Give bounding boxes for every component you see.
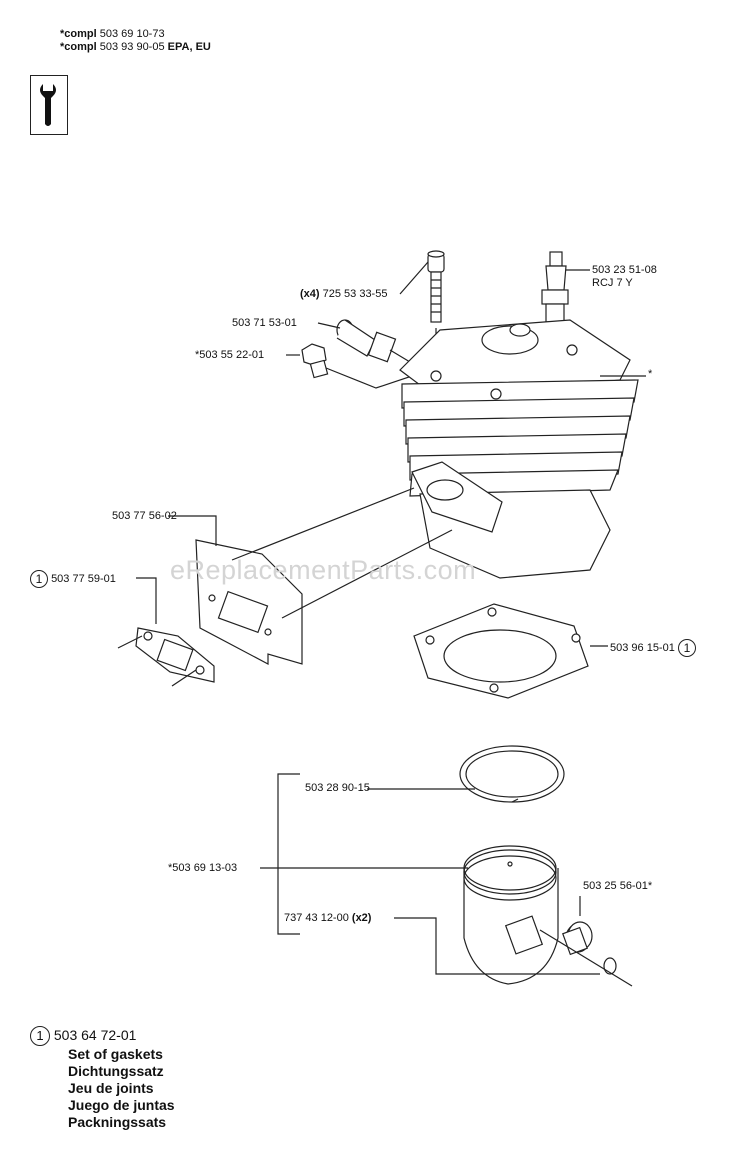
heat-shield-drawing <box>195 539 303 665</box>
label-heat-shield: 503 77 56-02 <box>112 510 177 522</box>
gasket-set-marker: 1 <box>677 639 696 657</box>
leader-circlip <box>394 917 600 975</box>
plug-drawing <box>301 343 329 379</box>
screw-axis-right <box>171 669 197 687</box>
legend-name-es: Juego de juntas <box>68 1097 175 1114</box>
cylinder-gasket-drawing <box>413 603 589 699</box>
legend-name-fr: Jeu de joints <box>68 1080 154 1097</box>
leader-heat-shield <box>168 515 217 546</box>
piston-ring-drawing <box>459 745 565 803</box>
legend-name-en: Set of gaskets <box>68 1046 163 1063</box>
compl-header: *compl 503 69 10-73 *compl 503 93 90-05 … <box>60 28 211 54</box>
legend-name-de: Dichtungssatz <box>68 1063 164 1080</box>
label-plug: *503 55 22-01 <box>195 349 265 361</box>
intake-gasket-drawing <box>135 627 215 683</box>
compl-line-2: *compl 503 93 90-05 EPA, EU <box>60 41 211 53</box>
wrench-icon-graphic <box>40 84 56 126</box>
wrench-icon <box>30 75 68 135</box>
assembly-line-bottom <box>281 529 453 619</box>
legend-marker: 1 <box>30 1026 50 1047</box>
label-piston-assembly: *503 69 13-03 <box>168 862 238 874</box>
piston-group-bracket <box>260 773 468 935</box>
leader-intake-gasket <box>136 577 157 624</box>
label-decomp-valve: 503 71 53-01 <box>232 317 297 329</box>
legend-name-sv: Packningssats <box>68 1114 167 1131</box>
screw-drawing <box>427 250 445 323</box>
label-spark-plug: 503 23 51-08 RCJ 7 Y <box>592 264 657 289</box>
label-needle-bearing: 503 25 56-01* <box>583 880 653 892</box>
label-cylinder-gasket: 503 96 15-01 1 <box>610 639 696 657</box>
gasket-set-marker: 1 <box>30 570 48 588</box>
needle-bearing-drawing <box>562 921 593 956</box>
circlip-drawing <box>539 929 633 987</box>
assembly-line-top <box>231 487 415 561</box>
label-circlip: 737 43 12-00 (x2) <box>284 912 372 924</box>
decomp-valve-drawing <box>336 319 411 363</box>
leader-decomp <box>317 322 341 329</box>
screw-axis-left <box>117 635 143 649</box>
cylinder-drawing <box>399 319 639 579</box>
legend-part-number: 503 64 72-01 <box>53 1027 137 1043</box>
leader-screw <box>399 261 429 295</box>
label-screw: (x4) 725 53 33-55 <box>300 288 388 300</box>
watermark: eReplacementParts.com <box>170 555 477 585</box>
label-cylinder: * <box>648 368 653 380</box>
label-intake-gasket: 1 503 77 59-01 <box>30 570 116 588</box>
piston-drawing <box>463 845 559 985</box>
legend-number-line: 1 503 64 72-01 <box>30 1026 175 1047</box>
gasket-set-legend: 1 503 64 72-01 Set of gaskets Dichtungss… <box>30 1026 175 1131</box>
label-piston-ring: 503 28 90-15 <box>305 782 370 794</box>
compl-line-1: *compl 503 69 10-73 <box>60 28 165 40</box>
